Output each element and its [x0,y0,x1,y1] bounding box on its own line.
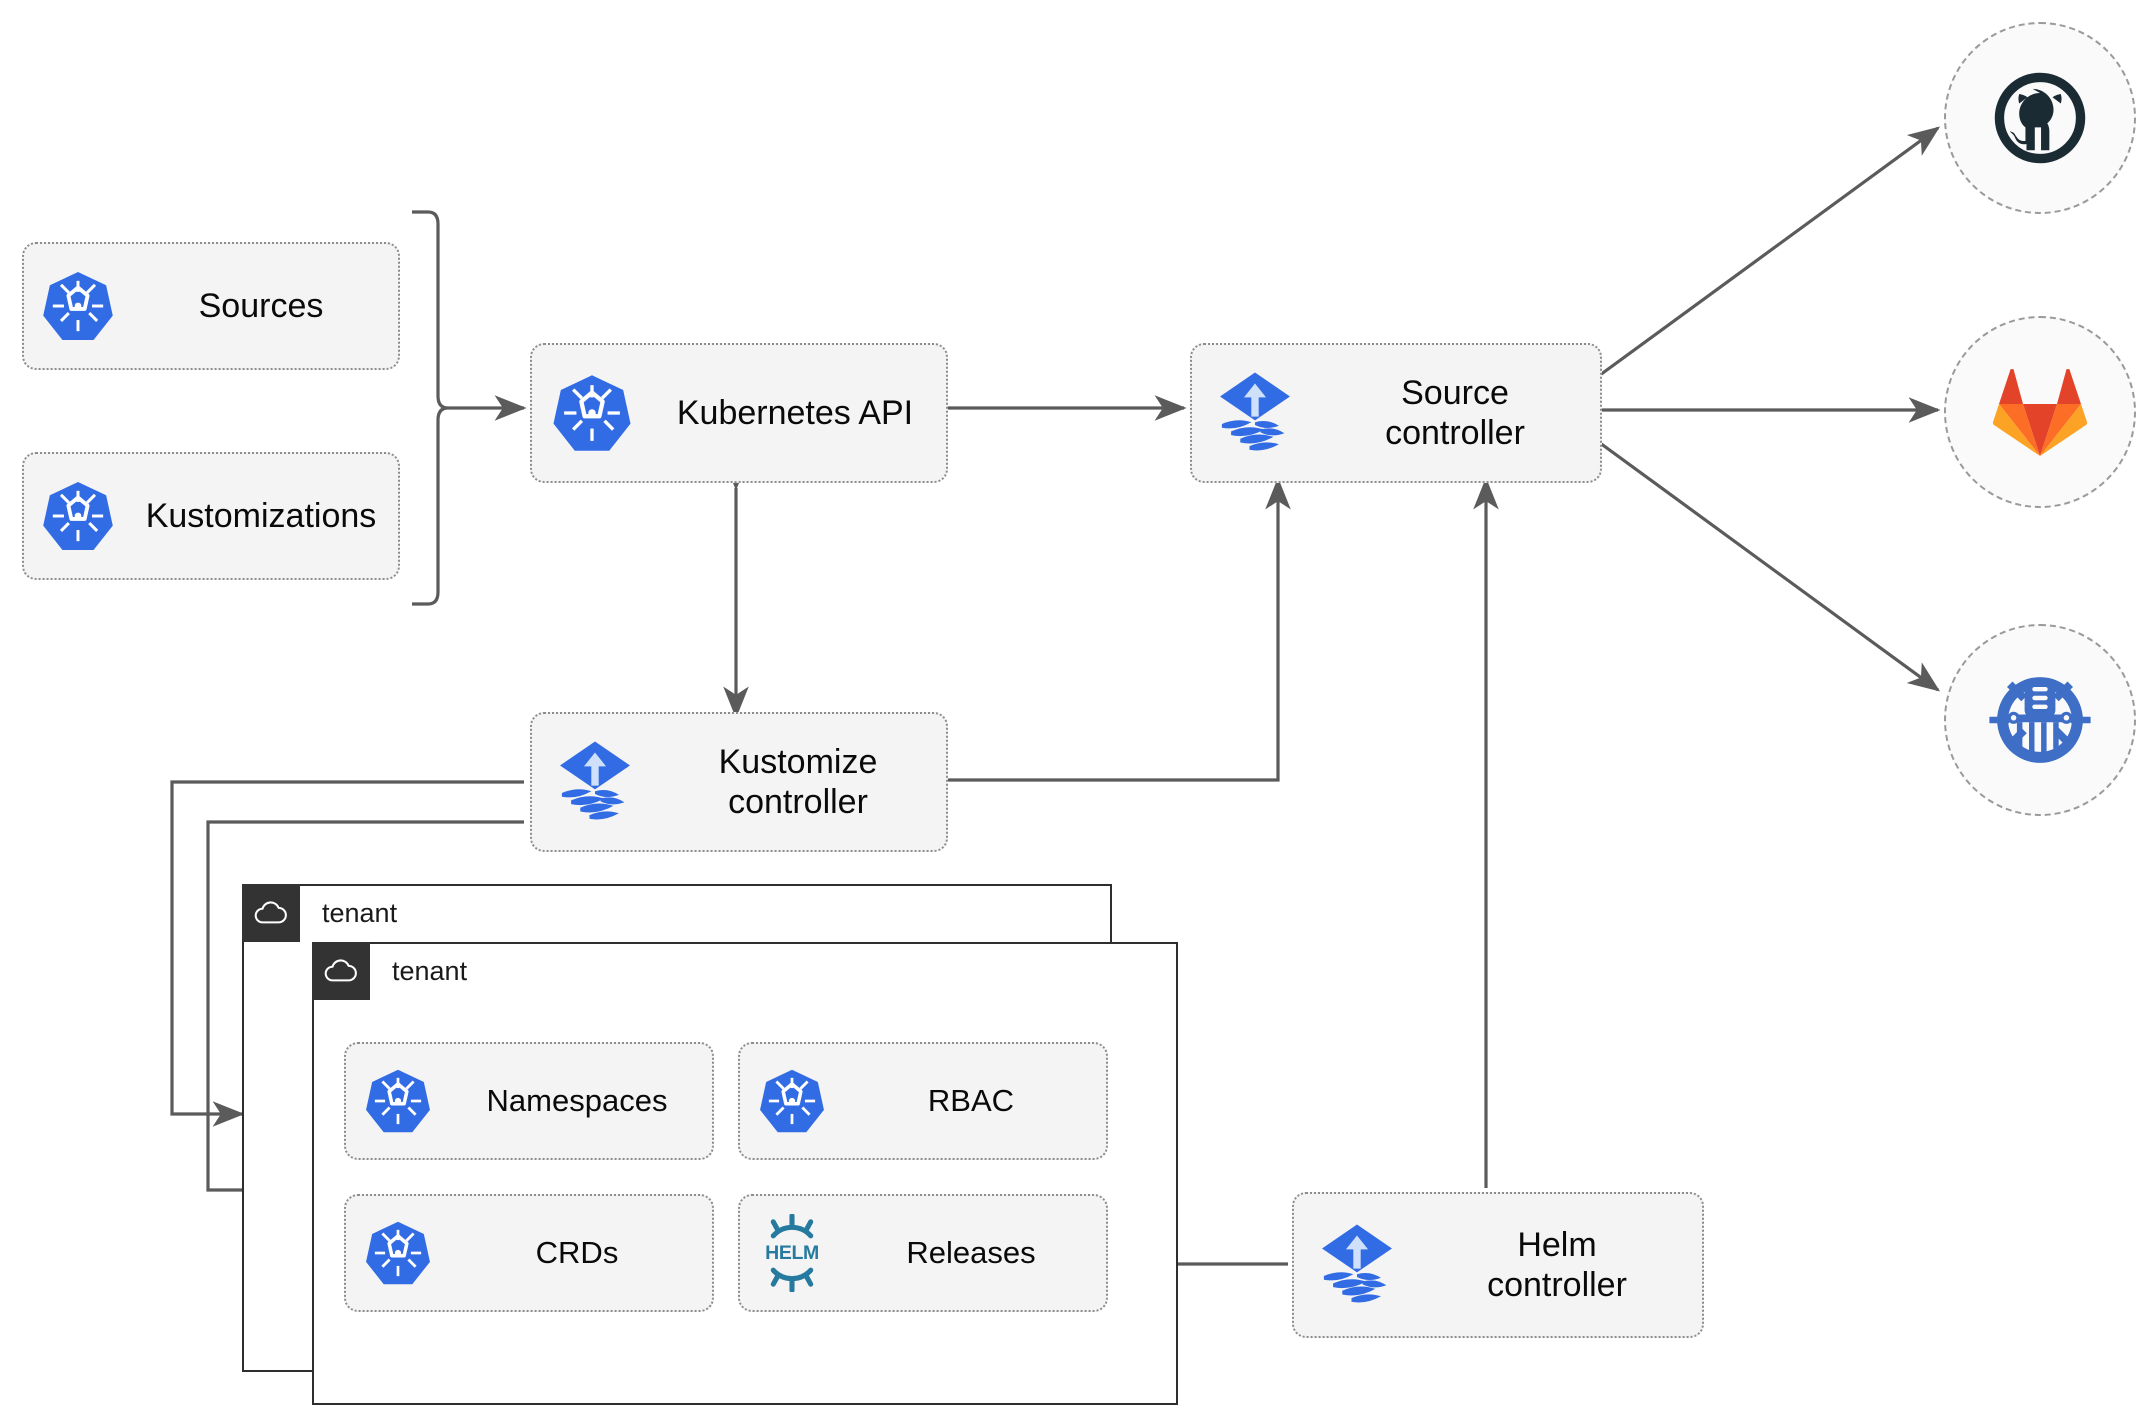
github-icon [1994,72,2086,164]
kubernetes-icon [346,1219,450,1287]
node-namespaces-label: Namespaces [486,1082,668,1118]
provider-github[interactable] [1944,22,2136,214]
kubernetes-icon [24,269,132,343]
node-rbac-label: RBAC [927,1082,1015,1118]
node-releases[interactable]: HELM Releases [738,1194,1108,1312]
node-source-controller[interactable]: Source controller [1190,343,1602,483]
node-sources[interactable]: Sources [22,242,400,370]
tenant-tab-back: tenant [242,884,397,942]
provider-kustomize[interactable] [1944,624,2136,816]
svg-text:HELM: HELM [765,1242,819,1264]
node-helm-controller[interactable]: Helm controller [1292,1192,1704,1338]
edge-resources-bracket [412,210,449,606]
tenant-label-back: tenant [322,897,398,928]
node-kustomize-controller[interactable]: Kustomize controller [530,712,948,852]
flux-icon [1294,1219,1420,1311]
edge-sourcecontroller-github [1599,126,1941,377]
cloud-icon [312,942,370,1000]
node-releases-label: Releases [906,1234,1036,1270]
node-sources-label: Sources [198,286,324,325]
gitlab-icon [1992,369,2088,456]
node-helm-controller-label: Helm controller [1487,1225,1627,1304]
node-source-controller-label: Source controller [1385,373,1525,452]
node-kubernetes-api[interactable]: Kubernetes API [530,343,948,483]
kustomize-icon [1989,677,2091,763]
helm-icon: HELM [740,1214,844,1292]
flux-icon [532,736,658,828]
kubernetes-icon [346,1067,450,1135]
kubernetes-icon [532,372,652,454]
tenant-frame-front[interactable]: tenant [312,942,1178,1405]
node-kustomizations-label: Kustomizations [145,496,377,535]
kubernetes-icon [740,1067,844,1135]
kubernetes-icon [24,479,132,553]
node-kubernetes-api-label: Kubernetes API [676,393,914,432]
tenant-label-front: tenant [392,955,468,986]
node-crds-label: CRDs [535,1234,619,1270]
edge-sourcecontroller-kustomize [1599,441,1941,692]
cloud-icon [242,884,300,942]
node-kustomize-controller-label: Kustomize controller [718,742,878,821]
node-namespaces[interactable]: Namespaces [344,1042,714,1160]
provider-gitlab[interactable] [1944,316,2136,508]
edge-kustomizecontroller-sourcecontroller [948,477,1291,782]
flux-icon [1192,367,1318,459]
node-kustomizations[interactable]: Kustomizations [22,452,400,580]
node-rbac[interactable]: RBAC [738,1042,1108,1160]
tenant-tab-front: tenant [312,942,467,1000]
node-crds[interactable]: CRDs [344,1194,714,1312]
